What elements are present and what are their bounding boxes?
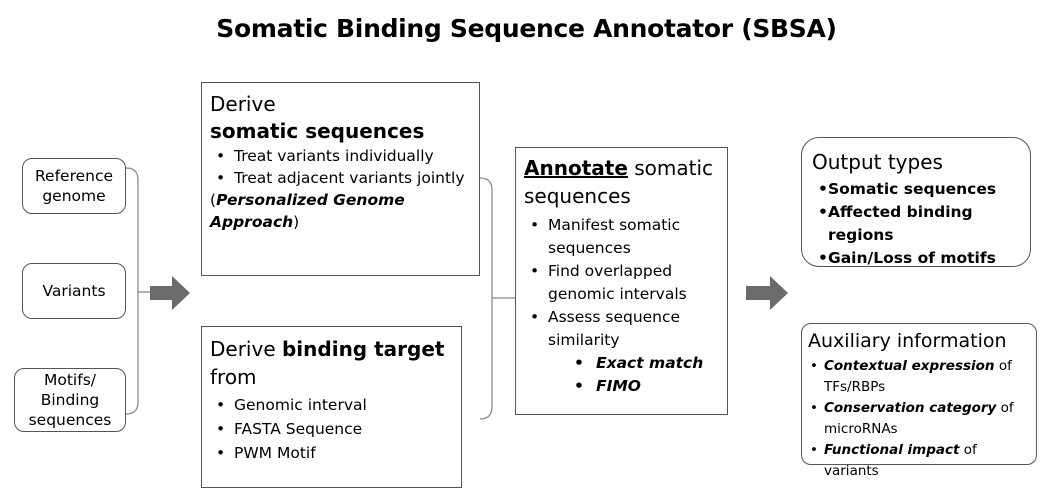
output-types-box: Output types Somatic sequences Affected … <box>801 137 1031 270</box>
derive-binding-heading: Derive binding target <box>210 335 455 363</box>
list-item: Find overlapped genomic intervals <box>524 260 721 306</box>
list-item: FIMO <box>572 375 721 398</box>
motifs-box: Motifs/ Binding sequences <box>14 368 126 432</box>
list-item: Genomic interval <box>210 393 455 417</box>
list-item: Manifest somatic sequences <box>524 214 721 260</box>
annotate-sub-list: Exact match FIMO <box>524 352 721 398</box>
derive-somatic-note: (Personalized Genome Approach) <box>210 189 473 233</box>
list-item: Conservation category of microRNAs <box>808 398 1034 440</box>
input-bracket <box>125 167 139 415</box>
heading-prefix: Derive <box>210 337 282 361</box>
aux-rest: of microRNAs <box>824 400 1014 437</box>
diagram-title: Somatic Binding Sequence Annotator (SBSA… <box>216 14 837 43</box>
derive-somatic-box: Derive somatic sequences Treat variants … <box>201 82 480 276</box>
derive-binding-box: Derive binding target from Genomic inter… <box>201 326 462 488</box>
note-close: ) <box>293 213 300 231</box>
list-item: Somatic sequences <box>812 178 1026 201</box>
aux-bold: Conservation category <box>824 400 997 416</box>
list-item: Affected binding regions <box>812 201 1026 247</box>
auxiliary-list: Contextual expression of TFs/RBPs Conser… <box>808 356 1034 482</box>
annotate-heading-rest: somatic sequences <box>524 156 714 208</box>
aux-bold: Contextual expression <box>824 358 995 374</box>
list-item: Exact match <box>572 352 721 375</box>
auxiliary-box: Auxiliary information Contextual express… <box>801 323 1037 479</box>
motifs-label: Motifs/ Binding sequences <box>28 371 112 429</box>
annotate-heading: Annotate somatic sequences <box>524 154 721 210</box>
auxiliary-heading: Auxiliary information <box>808 330 1007 352</box>
list-item: Assess sequence similarity <box>524 306 721 352</box>
reference-genome-box: Reference genome <box>22 158 126 214</box>
derive-binding-suffix: from <box>210 365 257 389</box>
aux-rest: of variants <box>824 442 977 479</box>
annotate-box: Annotate somatic sequences Manifest soma… <box>515 147 728 415</box>
list-item: FASTA Sequence <box>210 417 455 441</box>
arrow-right-icon <box>150 276 190 310</box>
arrow-right-icon-2 <box>746 276 788 310</box>
derive-binding-list: Genomic interval FASTA Sequence PWM Moti… <box>210 393 455 465</box>
output-types-heading: Output types <box>812 150 943 174</box>
list-item: Gain/Loss of motifs <box>812 247 1026 270</box>
derive-somatic-list: Treat variants individually Treat adjace… <box>210 145 473 189</box>
heading-bold: binding target <box>281 337 445 361</box>
variants-box: Variants <box>22 263 126 319</box>
variants-label: Variants <box>42 282 106 300</box>
list-item: Treat variants individually <box>210 145 473 167</box>
annotate-heading-bold: Annotate <box>524 156 628 180</box>
derive-somatic-line1: Derive <box>210 92 276 116</box>
note-bold: Personalized Genome Approach <box>210 191 405 231</box>
annotate-list: Manifest somatic sequences Find overlapp… <box>524 214 721 352</box>
aux-rest: of TFs/RBPs <box>824 358 1012 395</box>
list-item: Contextual expression of TFs/RBPs <box>808 356 1034 398</box>
reference-genome-label: Reference genome <box>34 167 114 205</box>
aux-bold: Functional impact <box>824 442 960 458</box>
list-item: Treat adjacent variants jointly <box>210 167 473 189</box>
note-open: ( <box>210 191 217 209</box>
output-types-list: Somatic sequences Affected binding regio… <box>812 178 1026 270</box>
list-item: PWM Motif <box>210 441 455 465</box>
list-item: Functional impact of variants <box>808 440 1034 482</box>
derive-bracket <box>479 177 493 420</box>
derive-somatic-line2: somatic sequences <box>210 119 425 143</box>
